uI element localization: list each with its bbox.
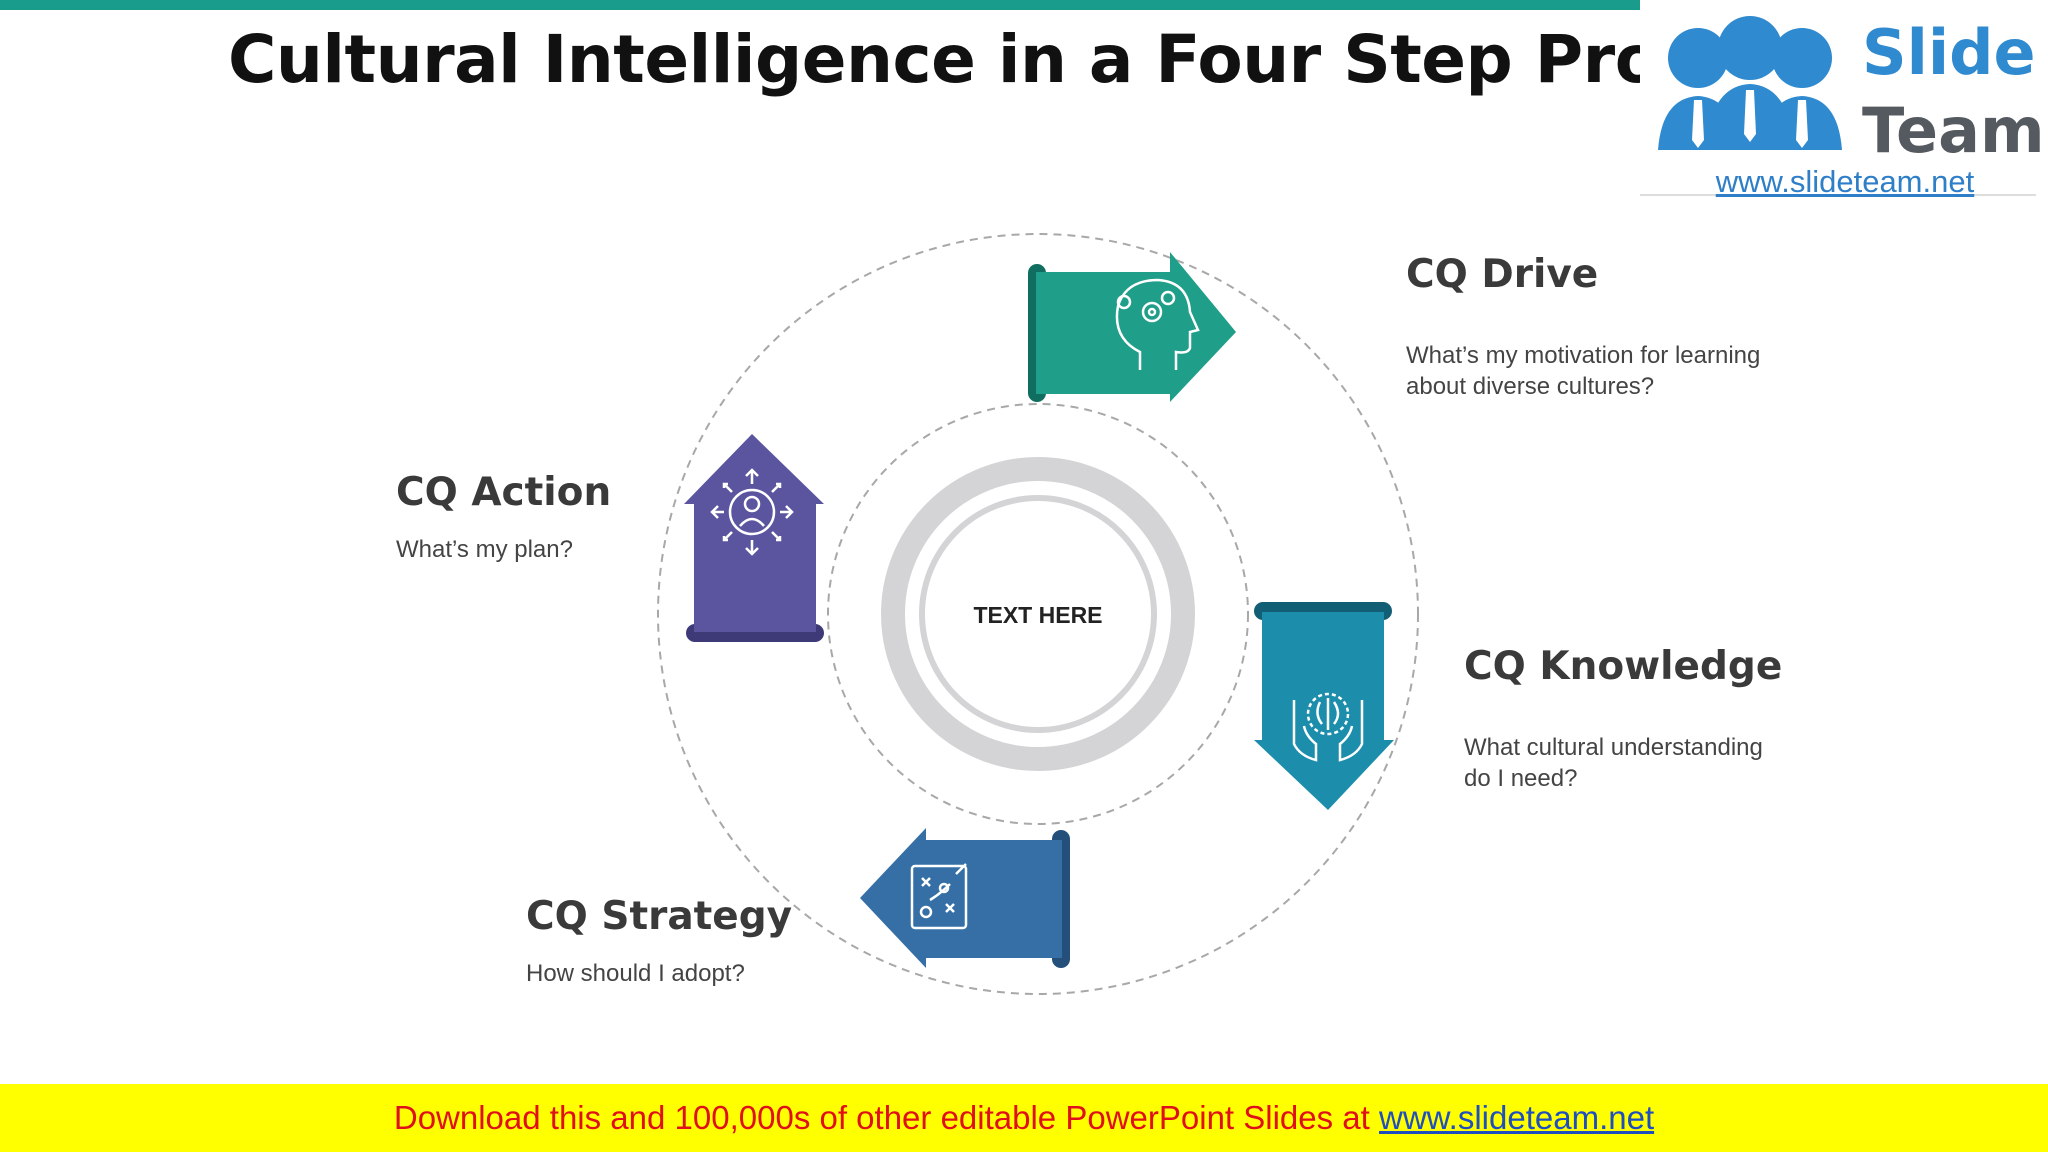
slideteam-logo [1640, 0, 2036, 196]
cq-strategy-arrow [860, 828, 1070, 968]
cq-drive-arrow [1028, 252, 1236, 402]
outer-dashed-ring [657, 233, 1419, 995]
center-ring-inner [919, 495, 1157, 733]
cq-knowledge-arrow [1254, 602, 1394, 810]
cq-action-description: What’s my plan? [396, 536, 573, 563]
download-banner: Download this and 100,000s of other edit… [0, 1084, 2048, 1152]
cq-strategy-heading: CQ Strategy [526, 894, 793, 939]
logo-url-link[interactable]: www.slideteam.net [1715, 164, 1975, 199]
center-text: TEXT HERE [973, 602, 1103, 628]
logo-word-slide: Slide [1862, 16, 2036, 89]
cq-knowledge-description: What cultural understanding do I need? [1464, 734, 1763, 792]
cq-knowledge-heading: CQ Knowledge [1464, 644, 1783, 689]
cq-drive-description: What’s my motivation for learning about … [1406, 342, 1761, 400]
cq-action-heading: CQ Action [396, 470, 612, 515]
cq-drive-heading: CQ Drive [1406, 252, 1599, 297]
person-network-icon [710, 468, 794, 556]
inner-dashed-ring [827, 403, 1249, 825]
cq-action-arrow [684, 434, 824, 642]
cq-strategy-description: How should I adopt? [526, 960, 745, 987]
hands-brain-icon [1292, 692, 1364, 762]
banner-link[interactable]: www.slideteam.net [1379, 1099, 1655, 1136]
logo-word-team: Team [1862, 94, 2045, 167]
slide-title: Cultural Intelligence in a Four Step Pro… [227, 21, 1821, 98]
top-accent-bar [0, 0, 1640, 10]
center-ring-outer [881, 457, 1195, 771]
strategy-board-icon [910, 863, 968, 930]
banner-text: Download this and 100,000s of other edit… [393, 1099, 1379, 1136]
logo-divider [1640, 194, 2036, 196]
logo-people-icon [1658, 16, 1842, 150]
head-gears-icon [1115, 278, 1200, 370]
